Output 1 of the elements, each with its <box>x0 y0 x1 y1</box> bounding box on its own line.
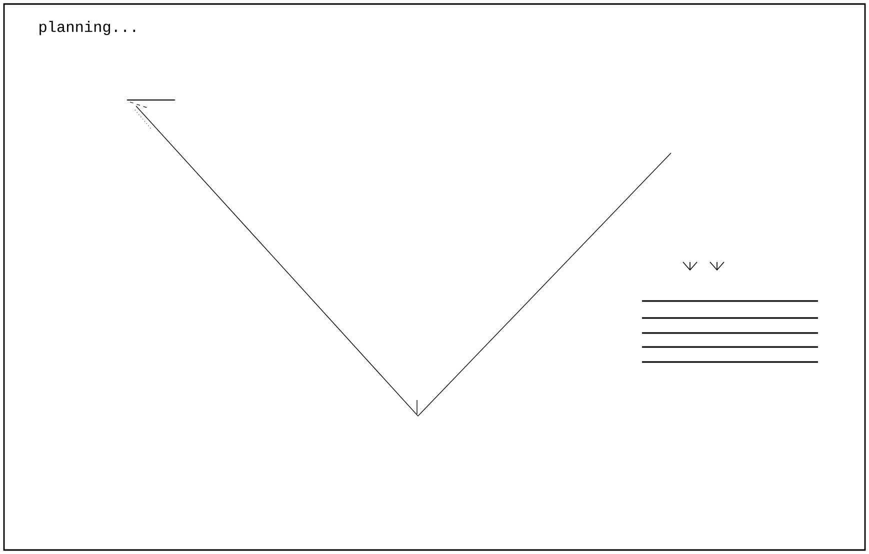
title: planning... <box>40 20 136 36</box>
